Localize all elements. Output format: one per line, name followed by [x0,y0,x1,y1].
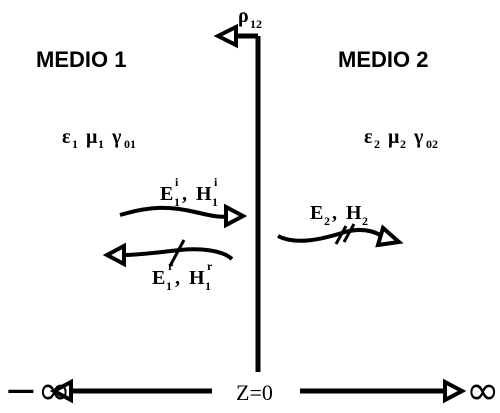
transmitted-e-sub: 2 [324,214,330,228]
transmitted-h-sub: 2 [362,214,368,228]
gamma-1: γ [111,126,122,148]
incident-h-sup: i [214,175,218,189]
transmitted-wave-curve [277,227,384,243]
reflected-tick-mark [168,239,186,267]
reflected-h-sup: r [207,259,213,273]
mu-2: μ [388,126,400,148]
transmitted-tick-mark-1 [334,225,348,245]
transmitted-tick-mark-2 [342,223,356,243]
reflected-label: E 1 r , H 1 r [152,259,213,293]
epsilon-1-sub: 1 [72,137,78,151]
epsilon-1: ε [62,126,71,148]
epsilon-2: ε [364,126,373,148]
reflected-h-sub: 1 [205,279,211,293]
incident-separator: , [182,183,187,205]
transmitted-h: H [346,202,362,224]
incident-h-sub: 1 [212,195,218,209]
incident-wave [119,203,248,229]
z-axis [49,378,467,404]
z-origin-label: Z=0 [236,380,273,405]
incident-wave-curve [119,205,231,219]
arrow-left-icon [49,378,73,404]
reflected-e-sub: 1 [166,279,172,293]
arrow-right-icon [224,203,248,229]
gamma-1-sub: 01 [124,137,136,151]
incident-h: H [196,183,212,205]
mu-1-sub: 1 [98,137,104,151]
transmitted-e: E [310,202,323,224]
arrow-left-icon [102,242,126,268]
reflected-wave [102,239,234,268]
medium-1-parameters: ε 1 μ 1 γ 01 [62,126,136,151]
reflected-separator: , [175,267,180,289]
incident-label: E 1 i , H 1 i [160,175,218,209]
transmitted-wave [277,223,404,248]
interface-axis [213,23,261,372]
incident-e-sup: i [175,175,179,189]
incident-e-sub: 1 [174,195,180,209]
gamma-2: γ [413,126,424,148]
gamma-2-sub: 02 [426,137,438,151]
transmitted-separator: , [332,202,337,224]
incident-e: E [160,183,173,205]
mu-1: μ [86,126,98,148]
epsilon-2-sub: 2 [374,137,380,151]
arrow-right-icon [375,224,404,248]
infinity-label: ∞ [466,368,499,413]
reflected-e-sup: r [168,259,174,273]
medium-2-parameters: ε 2 μ 2 γ 02 [364,126,438,151]
transmitted-label: E 2 , H 2 [310,202,368,228]
minus-infinity-label: −∞ [4,368,71,413]
arrow-right-icon [443,378,467,404]
arrow-left-icon [213,23,238,49]
reflected-h: H [189,267,205,289]
rho-subscript: 12 [250,17,262,31]
rho-label: ρ 12 [238,5,262,31]
reflected-e: E [152,267,165,289]
mu-2-sub: 2 [400,137,406,151]
medium-1-title: MEDIO 1 [36,47,126,72]
rho-symbol: ρ [238,5,249,27]
medium-2-title: MEDIO 2 [338,47,428,72]
